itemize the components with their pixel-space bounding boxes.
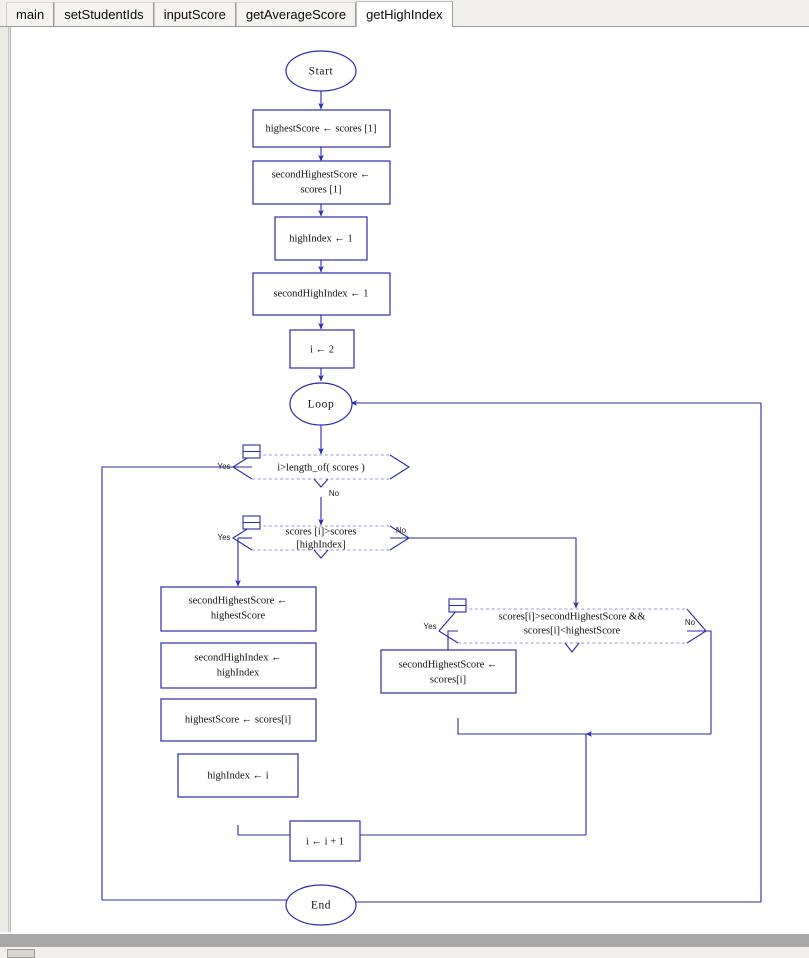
- process-second-high-index-init-label: secondHighIndex ← 1: [273, 288, 368, 299]
- loop-node[interactable]: [289, 382, 353, 426]
- process-second-highest-score-init[interactable]: [252, 160, 391, 205]
- flowchart-diagram: Start highestScore ← scores [1] secondHi…: [101, 50, 762, 926]
- decision-between-scores-line1: scores[i]>secondHighestScore &&: [499, 611, 646, 622]
- decision-scores-gt-high-line1: scores [i]>scores: [286, 526, 357, 537]
- decision-between-scores-line2: scores[i]<highestScore: [524, 625, 621, 636]
- process-second-highest-score-init-line1: secondHighestScore ←: [272, 169, 371, 180]
- process-second-high-index-from-high-index-line1: secondHighIndex ←: [194, 652, 281, 663]
- process-highest-score-assign-label: highestScore ← scores[i]: [185, 714, 291, 725]
- process-high-index-init[interactable]: [274, 216, 368, 261]
- flowchart-canvas[interactable]: Start highestScore ← scores [1] secondHi…: [10, 27, 809, 932]
- tab-setStudentIds[interactable]: setStudentIds: [54, 2, 154, 26]
- process-highest-score-init[interactable]: [252, 109, 391, 148]
- decision-loop-exit[interactable]: i>length_of( scores ) Yes No: [217, 444, 411, 498]
- process-second-high-index-from-high-index-line2: highIndex: [217, 667, 260, 678]
- horizontal-scrollbar[interactable]: [0, 932, 809, 958]
- decision-loop-exit-no-label: No: [329, 489, 340, 498]
- process-second-high-index-from-high-index[interactable]: [160, 642, 317, 689]
- process-second-highest-from-highest-line1: secondHighestScore ←: [189, 595, 288, 606]
- decision-scores-gt-high[interactable]: scores [i]>scores [highIndex] Yes No: [217, 515, 411, 559]
- decision-loop-exit-yes-label: Yes: [217, 462, 230, 471]
- process-highest-score-assign[interactable]: [160, 698, 317, 742]
- process-i-increment[interactable]: [289, 820, 361, 862]
- process-highest-score-init-label: highestScore ← scores [1]: [265, 123, 376, 134]
- tab-getHighIndex[interactable]: getHighIndex: [356, 1, 453, 27]
- scrollbar-track[interactable]: [0, 934, 809, 947]
- tab-getAverageScore[interactable]: getAverageScore: [235, 2, 357, 26]
- scrollbar-thumb[interactable]: [7, 949, 35, 958]
- process-second-high-index-init[interactable]: [252, 272, 391, 316]
- process-high-index-init-label: highIndex ← 1: [289, 233, 353, 244]
- tab-main[interactable]: main: [6, 2, 55, 26]
- decision-loop-exit-label: i>length_of( scores ): [277, 462, 365, 473]
- tab-inputScore[interactable]: inputScore: [153, 2, 236, 26]
- end-terminator[interactable]: [285, 884, 357, 926]
- process-second-highest-score-init-line2: scores [1]: [300, 184, 341, 195]
- decision-scores-gt-high-no-label: No: [396, 526, 407, 535]
- process-i-init-label: i ← 2: [310, 344, 334, 355]
- process-high-index-assign-label: highIndex ← i: [207, 770, 268, 781]
- loop-label: Loop: [308, 399, 335, 411]
- decision-between-scores[interactable]: scores[i]>secondHighestScore && scores[i…: [423, 598, 707, 653]
- tab-bar: main setStudentIds inputScore getAverage…: [0, 0, 809, 27]
- process-second-highest-from-highest[interactable]: [160, 586, 317, 632]
- process-second-highest-from-scores-line2: scores[i]: [430, 674, 466, 685]
- end-label: End: [311, 900, 331, 912]
- process-second-highest-from-highest-line2: highestScore: [211, 610, 266, 621]
- decision-scores-gt-high-yes-label: Yes: [217, 533, 230, 542]
- start-terminator[interactable]: [285, 50, 357, 92]
- start-label: Start: [309, 66, 334, 78]
- decision-scores-gt-high-line2: [highIndex]: [296, 539, 346, 550]
- decision-between-scores-yes-label: Yes: [423, 622, 436, 631]
- decision-between-scores-no-label: No: [685, 618, 696, 627]
- canvas-frame: Start highestScore ← scores [1] secondHi…: [0, 27, 809, 932]
- process-high-index-assign[interactable]: [177, 753, 299, 798]
- scrollbar-base: [0, 947, 809, 958]
- process-i-increment-label: i ← i + 1: [306, 836, 344, 847]
- process-i-init[interactable]: [289, 329, 355, 369]
- process-second-highest-from-scores[interactable]: [380, 649, 517, 694]
- process-second-highest-from-scores-line1: secondHighestScore ←: [399, 659, 498, 670]
- canvas-left-gutter: [0, 27, 9, 932]
